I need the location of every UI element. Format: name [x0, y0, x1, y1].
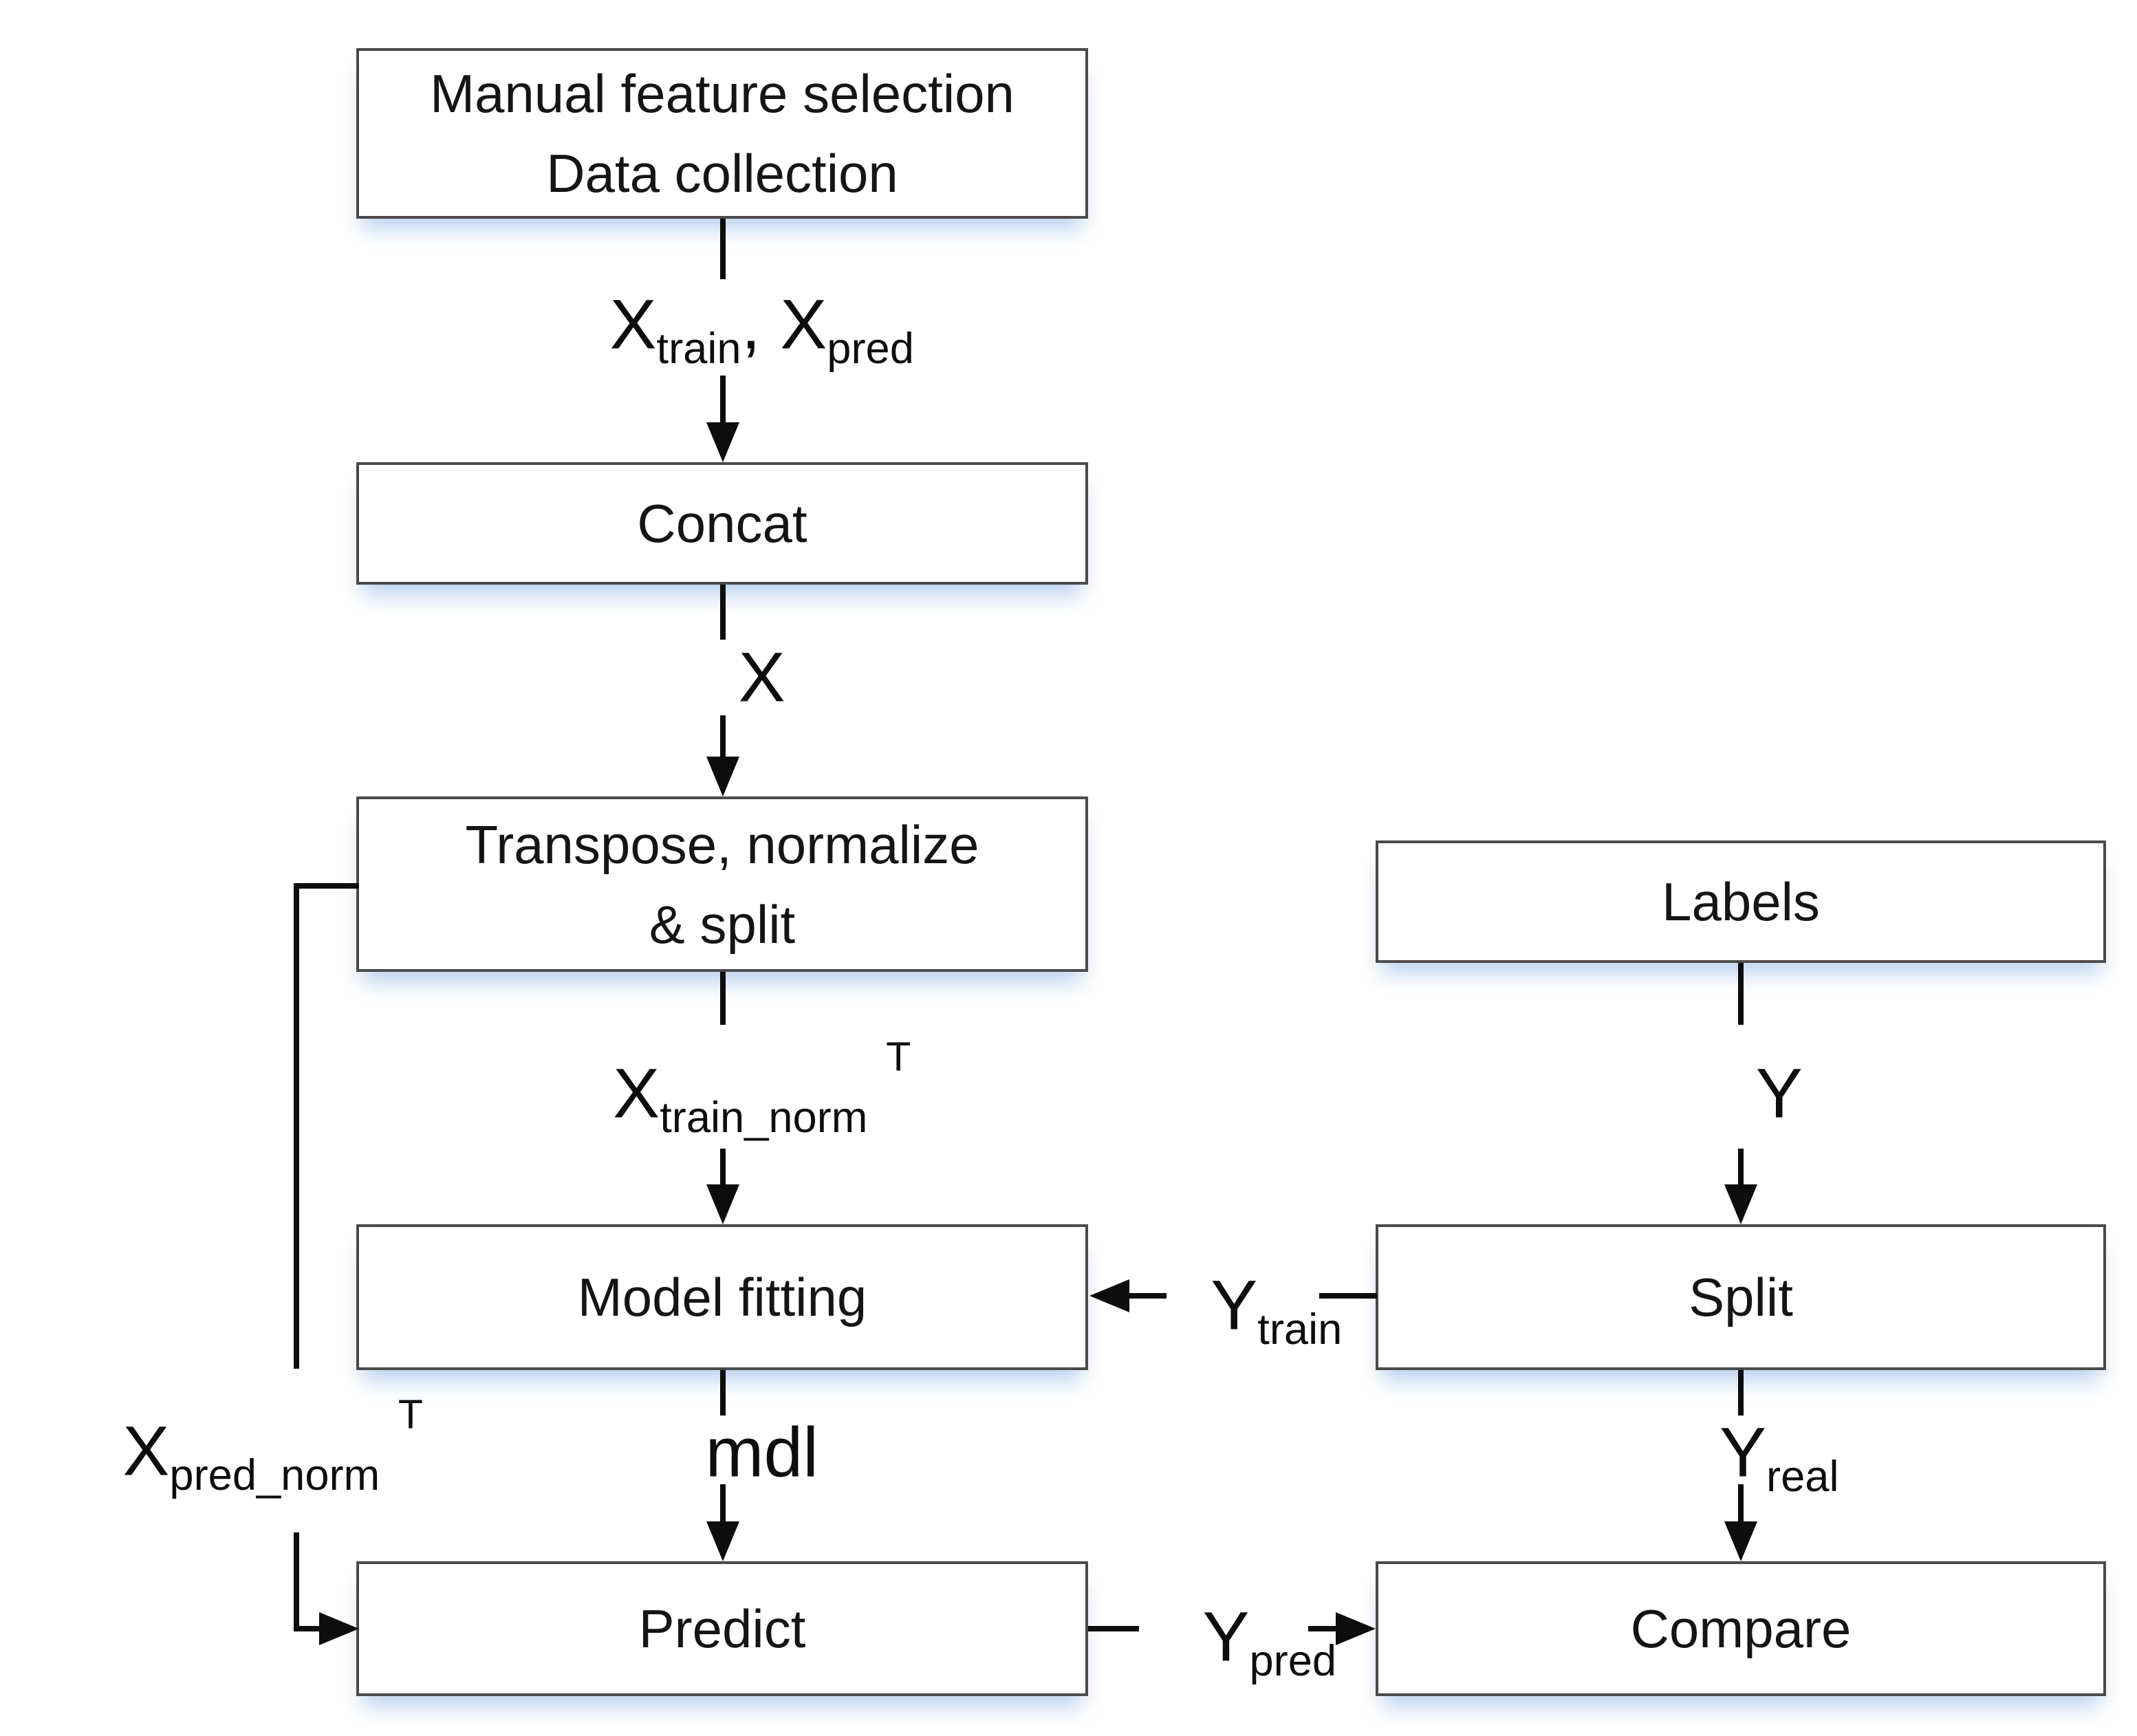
connector-bypass-bottom-horizontal — [294, 1626, 323, 1631]
xpred-norm-sup: T — [398, 1391, 423, 1437]
arrowhead-down-transpose-icon — [706, 757, 739, 796]
node-predict: Predict — [356, 1561, 1088, 1696]
connector-ypred-compare-stem — [1308, 1626, 1340, 1631]
connector-model-predict-stem — [720, 1484, 726, 1523]
edge-label-y: Y — [1679, 978, 1803, 1210]
node-transpose-line2: & split — [649, 893, 796, 955]
mdl-main: mdl — [705, 1413, 818, 1492]
node-compare: Compare — [1376, 1561, 2106, 1696]
edge-label-xtrain-norm: Xtrain_norm T — [535, 978, 911, 1210]
connector-bypass-vertical-lower — [294, 1532, 299, 1630]
ypred-main: Y — [1202, 1597, 1250, 1676]
connector-labels-split-line — [1738, 963, 1744, 1025]
xpred-main: X — [780, 285, 827, 364]
node-split: Split — [1376, 1224, 2106, 1370]
node-model-fitting: Model fitting — [356, 1224, 1088, 1370]
node-transpose-normalize-split: Transpose, normalize & split — [356, 796, 1088, 972]
arrowhead-right-predict-icon — [319, 1612, 359, 1645]
connector-labels-split-stem — [1738, 1149, 1744, 1187]
edge-label-ytrain: Ytrain — [1134, 1190, 1343, 1422]
node-concat-label: Concat — [637, 493, 807, 554]
node-labels-label: Labels — [1662, 871, 1820, 932]
xpred-norm-main: X — [122, 1411, 170, 1490]
connector-transpose-model-stem — [720, 1149, 726, 1187]
xtrain-comma: , — [741, 285, 781, 364]
node-manual-line2: Data collection — [546, 143, 898, 204]
node-split-label: Split — [1689, 1267, 1793, 1327]
connector-bypass-top-horizontal — [294, 883, 359, 889]
edge-label-xpred-norm: Xpred_norm T — [45, 1336, 423, 1567]
yreal-sub: real — [1766, 1453, 1839, 1501]
node-labels: Labels — [1376, 840, 2106, 963]
arrowhead-left-model-icon — [1089, 1279, 1129, 1312]
connector-model-predict-line — [720, 1370, 726, 1415]
node-transpose-line1: Transpose, normalize — [465, 814, 979, 875]
node-predict-label: Predict — [638, 1598, 806, 1659]
xtrain-norm-sup: T — [886, 1033, 911, 1080]
edge-label-ypred: Ypred — [1126, 1521, 1336, 1736]
xpred-norm-sub: pred_norm — [169, 1451, 380, 1500]
connector-split-ytrain-stub — [1319, 1293, 1377, 1299]
y-main: Y — [1755, 1054, 1803, 1133]
connector-transpose-model-line — [720, 972, 726, 1025]
edge-label-xtrain-xpred: Xtrain, Xpred — [532, 209, 914, 441]
connector-split-compare-stem — [1738, 1484, 1744, 1523]
connector-manual-concat-line — [720, 219, 726, 279]
ypred-sub: pred — [1249, 1637, 1337, 1686]
connector-manual-concat-stem — [720, 376, 726, 424]
arrowhead-right-compare-icon — [1336, 1612, 1376, 1645]
xtrain-norm-main: X — [613, 1054, 660, 1133]
xtrain-norm-sub: train_norm — [660, 1094, 868, 1142]
connector-bypass-vertical-upper — [294, 883, 299, 1369]
arrowhead-down-compare-icon — [1724, 1521, 1757, 1561]
xtrain-sub: train — [656, 325, 741, 373]
node-compare-label: Compare — [1630, 1598, 1852, 1659]
connector-ytrain-model-stem — [1129, 1293, 1167, 1299]
node-manual-feature-selection: Manual feature selection Data collection — [356, 48, 1088, 219]
ytrain-sub: train — [1257, 1305, 1343, 1354]
connector-concat-transpose-stem — [720, 715, 726, 759]
xtrain-main: X — [609, 285, 657, 364]
node-manual-line1: Manual feature selection — [430, 63, 1015, 124]
arrowhead-down-model-icon — [706, 1184, 739, 1224]
ytrain-main: Y — [1211, 1266, 1258, 1345]
node-concat: Concat — [356, 462, 1088, 585]
yreal-main: Y — [1720, 1413, 1767, 1492]
connector-split-compare-line — [1738, 1370, 1744, 1415]
edge-label-x: X — [660, 562, 785, 794]
xpred-sub: pred — [827, 325, 914, 373]
x-main: X — [738, 638, 785, 717]
edge-label-yreal: Yreal — [1642, 1337, 1839, 1569]
arrowhead-down-predict-icon — [706, 1521, 739, 1561]
node-model-fitting-label: Model fitting — [577, 1267, 867, 1327]
arrowhead-down-concat-icon — [706, 422, 739, 462]
edge-label-mdl: mdl — [627, 1337, 818, 1569]
connector-concat-transpose-line — [720, 585, 726, 640]
arrowhead-down-split-icon — [1724, 1184, 1757, 1224]
connector-predict-ypred-stub — [1088, 1626, 1139, 1631]
